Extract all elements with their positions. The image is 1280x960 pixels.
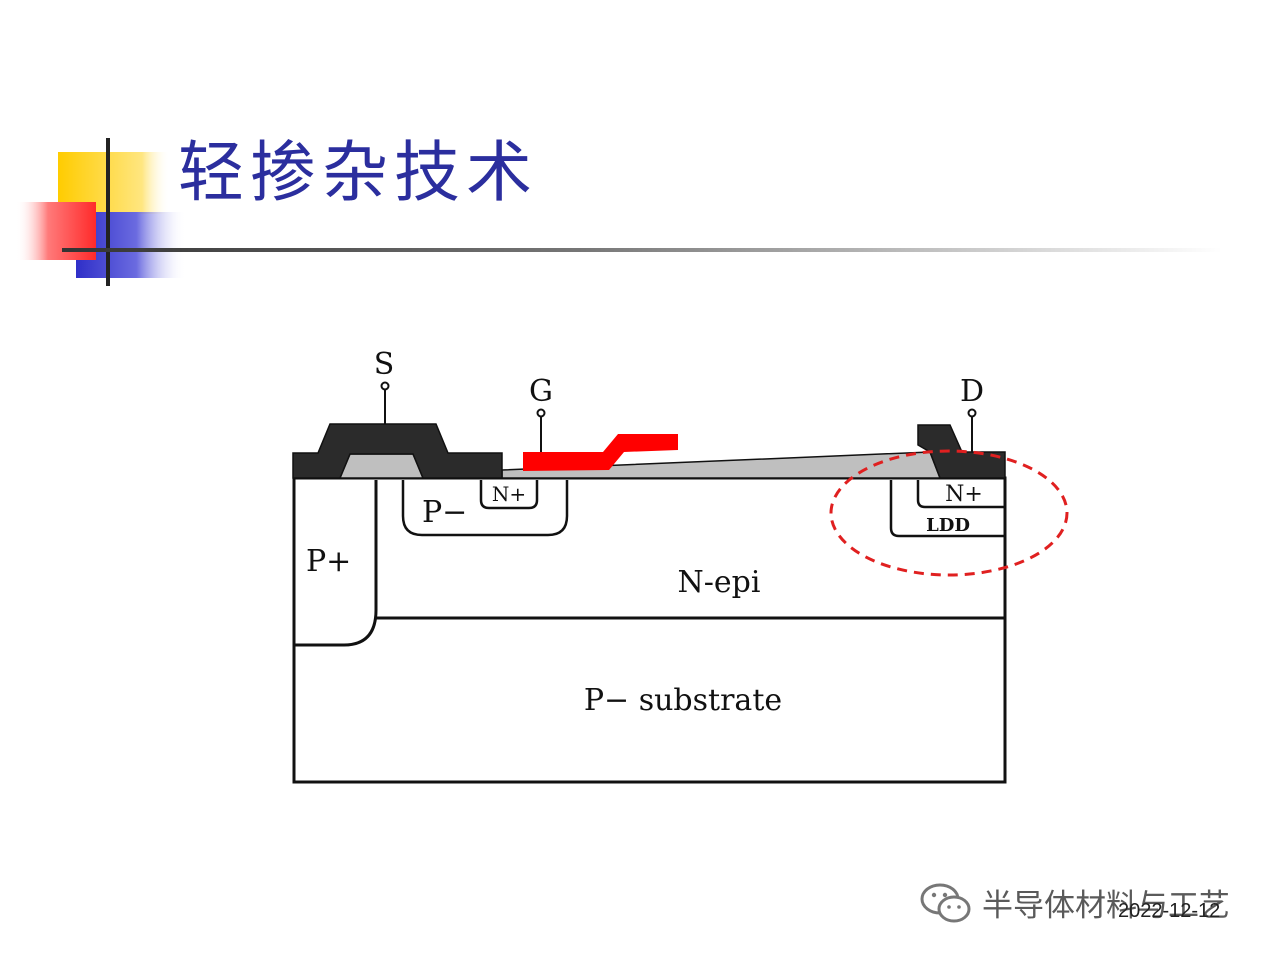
ldd-label: LDD [926, 515, 970, 536]
slide-title: 轻掺杂技术 [178, 134, 538, 211]
gate-label: G [529, 374, 553, 409]
watermark-text: 半导体材料与工艺 [982, 888, 1230, 924]
source-oxide-step [338, 453, 425, 479]
wechat-icon [920, 883, 971, 922]
ldd-region [889, 480, 1005, 538]
p-plus-label: P+ [306, 544, 351, 579]
title-decoration [16, 138, 1222, 286]
ldd-highlight-ellipse [829, 449, 1069, 577]
watermark: 半导体材料与工艺 [918, 880, 1230, 925]
gate-terminal-dot [536, 408, 546, 418]
n-plus-source-region [479, 480, 539, 510]
n-plus-source-label: N+ [492, 482, 526, 506]
drain-terminal-dot [967, 408, 977, 418]
p-minus-region [401, 480, 569, 537]
deco-horizontal-line [62, 248, 1222, 252]
source-metal [292, 423, 503, 479]
n-plus-drain-label: N+ [945, 482, 983, 507]
p-plus-region [294, 480, 378, 647]
slide-date: 2022-12-12 [1118, 900, 1221, 922]
source-label: S [374, 347, 395, 382]
source-terminal-dot [380, 381, 390, 391]
n-epi-label: N-epi [678, 565, 761, 600]
gate-poly [523, 434, 678, 471]
drain-label: D [960, 374, 984, 409]
deco-vertical-line [106, 138, 110, 286]
n-plus-drain-region [916, 480, 1005, 509]
substrate-label: P− substrate [584, 683, 782, 718]
p-minus-label: P− [422, 495, 467, 530]
device-outline [292, 476, 1007, 784]
